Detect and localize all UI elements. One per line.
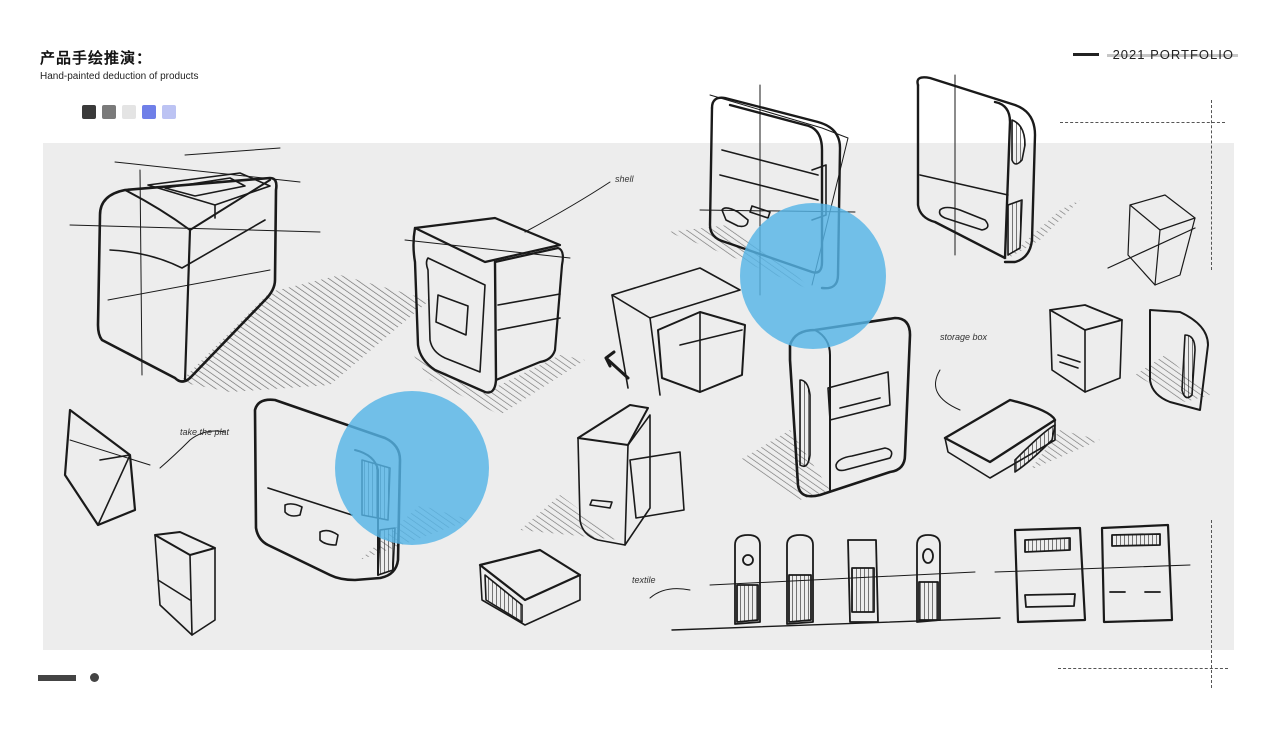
footer-dot (90, 673, 99, 682)
sketch-tray (478, 548, 582, 626)
sketch-wireframe (1107, 194, 1196, 286)
sketch-small-box (520, 404, 685, 546)
color-palette (82, 105, 176, 119)
sketch-front-views (671, 534, 1001, 631)
annotation-text: shell (615, 174, 635, 184)
guide-line (1211, 520, 1212, 688)
sketch-cube (404, 216, 585, 415)
sketch-flat-panel (63, 408, 151, 527)
portfolio-strike (1106, 54, 1238, 57)
color-swatch (82, 105, 96, 119)
sketch-canvas (43, 143, 1234, 650)
color-swatch (162, 105, 176, 119)
annotation-text: take the plat (180, 427, 230, 437)
portfolio-dash (1072, 53, 1099, 56)
annotation-text: textile (632, 575, 656, 585)
color-swatch (142, 105, 156, 119)
highlight-circle (740, 203, 886, 349)
sketch-box-large (69, 147, 430, 392)
sketch-flat-tray (943, 398, 1100, 479)
portfolio-label: 2021 PORTFOLIO (1072, 47, 1238, 62)
sketch-tall-device-2 (916, 74, 1080, 264)
page-subtitle: Hand-painted deduction of products (40, 71, 199, 82)
portfolio-text: 2021 PORTFOLIO (1112, 47, 1234, 62)
sketch-small-devices (1049, 304, 1210, 411)
arrow-icon (604, 350, 630, 380)
annotation-text: storage box (940, 332, 988, 342)
guide-line (1211, 100, 1212, 270)
sketch-open-box (611, 267, 746, 396)
guide-line (1060, 122, 1225, 123)
page-title: 产品手绘推演： (40, 49, 153, 67)
color-swatch (122, 105, 136, 119)
footer-bar (38, 675, 76, 681)
sketch-center-device (740, 316, 912, 500)
sketch-tall-block (154, 531, 216, 636)
sketch-front-views-2 (994, 523, 1191, 624)
highlight-circle (335, 391, 489, 545)
guide-line (1058, 668, 1228, 669)
color-swatch (102, 105, 116, 119)
